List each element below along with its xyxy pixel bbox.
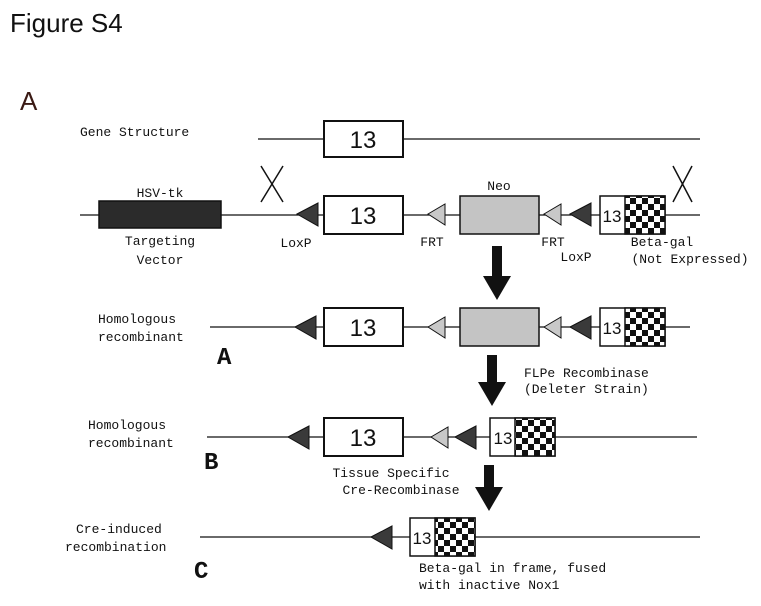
step-c-label: C xyxy=(194,559,208,586)
beta-gal-checker xyxy=(434,517,476,557)
exon-13-label: 13 xyxy=(350,203,377,230)
targeting-vector-row: HSV-tk Targeting Vector LoxP 13 FRT Neo … xyxy=(80,179,749,268)
cre-label-2: recombination xyxy=(65,540,166,555)
loxp-triangle-icon xyxy=(286,425,310,450)
targeting-label-2: Vector xyxy=(137,253,184,268)
frt-triangle-icon xyxy=(427,316,446,339)
cre-induced-row: Cre-induced recombination C 13 xyxy=(65,517,700,586)
exon-13-label: 13 xyxy=(350,425,377,452)
beta-gal-exon-label: 13 xyxy=(413,529,432,548)
exon-13-box xyxy=(323,417,404,457)
neo-box xyxy=(459,307,540,347)
gene-structure-row: Gene Structure 13 xyxy=(80,120,700,158)
tissue-label-1: Tissue Specific xyxy=(332,466,449,481)
beta-gal-exon-label: 13 xyxy=(494,429,513,448)
cre-label-1: Cre-induced xyxy=(76,522,162,537)
beta-gal-checker xyxy=(624,195,666,235)
beta-gal-label-1: Beta-gal xyxy=(631,235,694,250)
figure-title: Figure S4 xyxy=(10,8,123,38)
down-arrow-icon xyxy=(483,246,511,300)
loxp-triangle-icon xyxy=(453,425,477,450)
final-label-1: Beta-gal in frame, fused xyxy=(419,561,606,576)
homologous-b-label-1: Homologous xyxy=(88,418,166,433)
exon-13-label: 13 xyxy=(350,315,377,342)
frt-right-label: FRT xyxy=(541,235,565,250)
homologous-a-label-1: Homologous xyxy=(98,312,176,327)
loxp-triangle-icon xyxy=(568,315,592,340)
hsv-tk-box xyxy=(98,200,222,229)
beta-gal-checker xyxy=(624,307,666,347)
homologous-recombinant-a-row: Homologous recombinant A 13 13 xyxy=(98,307,690,372)
homologous-b-label-2: recombinant xyxy=(88,436,174,451)
beta-gal-exon-label: 13 xyxy=(603,207,622,226)
step-a-label: A xyxy=(217,345,232,372)
hsv-tk-label: HSV-tk xyxy=(137,186,184,201)
beta-gal-label-2: (Not Expressed) xyxy=(631,252,748,267)
frt-triangle-icon xyxy=(543,203,562,226)
loxp-triangle-icon xyxy=(293,315,317,340)
crossover-left-icon xyxy=(260,165,284,203)
exon-13-label: 13 xyxy=(350,127,377,154)
frt-triangle-icon xyxy=(427,203,446,226)
tissue-label-2: Cre-Recombinase xyxy=(342,483,459,498)
flpe-label-1: FLPe Recombinase xyxy=(524,366,649,381)
crossover-right-icon xyxy=(672,165,693,203)
flpe-label-2: (Deleter Strain) xyxy=(524,382,649,397)
homologous-recombinant-b-row: Homologous recombinant B 13 13 xyxy=(88,417,697,477)
homologous-a-label-2: recombinant xyxy=(98,330,184,345)
neo-box xyxy=(459,195,540,235)
loxp-triangle-icon xyxy=(295,202,319,227)
step-b-label: B xyxy=(204,450,218,477)
final-label-2: with inactive Nox1 xyxy=(419,578,560,593)
loxp-triangle-icon xyxy=(369,525,393,550)
frt-triangle-icon xyxy=(543,316,562,339)
loxp-triangle-icon xyxy=(568,202,592,227)
exon-13-box xyxy=(323,195,404,235)
loxp-right-label: LoxP xyxy=(560,250,591,265)
beta-gal-checker xyxy=(514,417,556,457)
gene-structure-label: Gene Structure xyxy=(80,125,189,140)
exon-13-box xyxy=(323,120,404,158)
frt-left-label: FRT xyxy=(420,235,444,250)
exon-13-box xyxy=(323,307,404,347)
beta-gal-exon-label: 13 xyxy=(603,319,622,338)
down-arrow-icon xyxy=(475,465,503,511)
loxp-left-label: LoxP xyxy=(280,236,311,251)
neo-label: Neo xyxy=(487,179,510,194)
down-arrow-icon xyxy=(478,355,506,406)
panel-label: A xyxy=(20,86,38,116)
targeting-label-1: Targeting xyxy=(125,234,195,249)
frt-triangle-icon xyxy=(430,426,449,449)
